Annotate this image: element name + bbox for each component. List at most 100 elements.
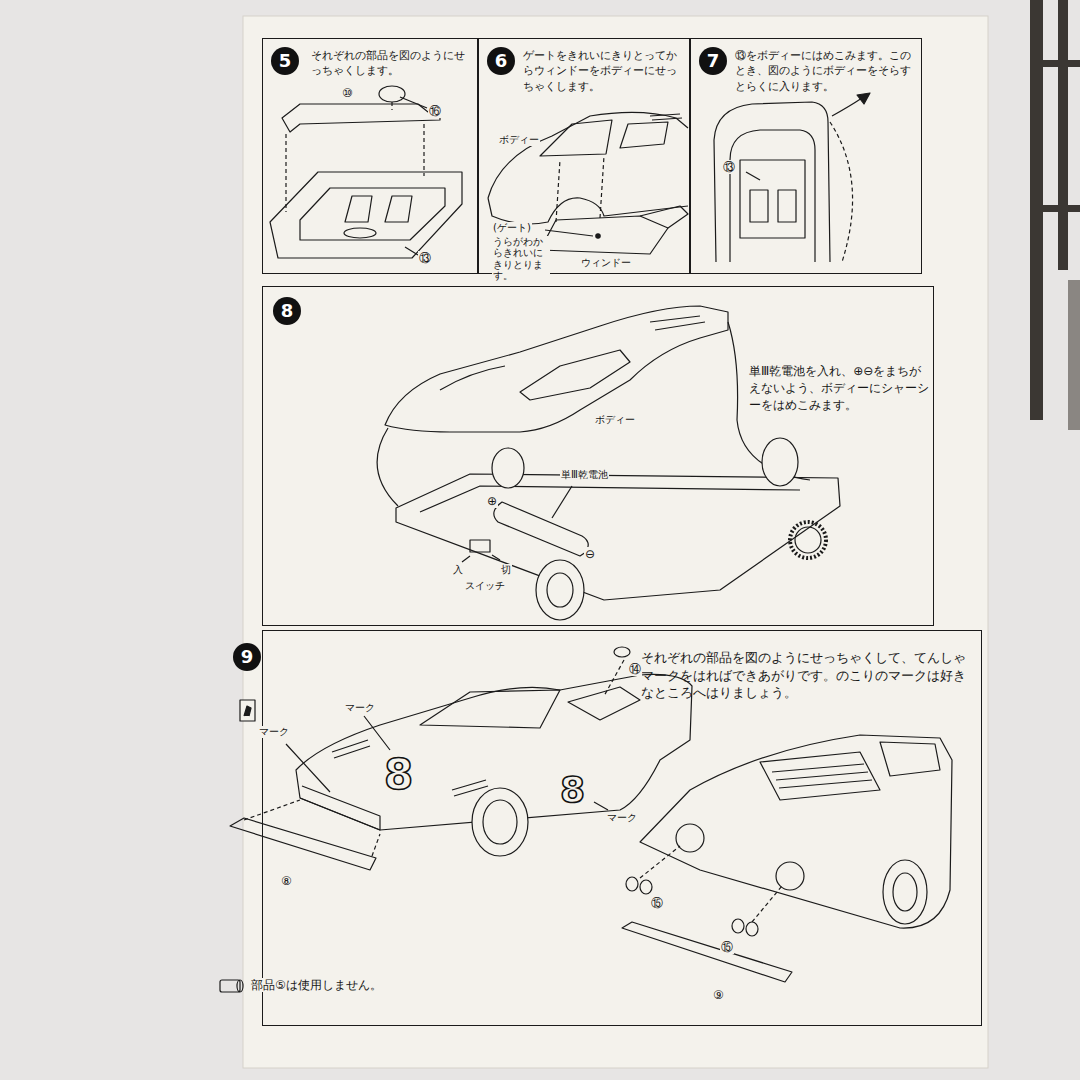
leader-line	[405, 247, 418, 255]
part-number: ⑭	[628, 662, 642, 676]
polarity-mark: ⊖	[584, 547, 596, 561]
unused-part-icon	[237, 980, 243, 992]
assembly-guide	[244, 660, 624, 856]
step7-drawing	[714, 93, 870, 262]
switch	[470, 540, 490, 552]
window-part	[540, 216, 668, 254]
decal-label: マーク	[606, 812, 638, 824]
engine-vent	[650, 114, 682, 120]
mirror-part	[614, 647, 630, 657]
step-number: 5	[271, 47, 299, 75]
wheel	[893, 873, 917, 911]
prancing-horse-decal	[240, 700, 255, 721]
cockpit-part	[740, 160, 805, 238]
wheel	[492, 448, 524, 488]
wheel	[472, 788, 528, 856]
part-label: (ゲート)	[492, 222, 532, 234]
steering-wheel	[379, 86, 405, 102]
prancing-horse-decal	[244, 706, 251, 716]
assembly-guide	[377, 322, 810, 506]
windshield-opening	[540, 120, 612, 156]
instruction-text: ゲートをきれいにきりとってからウィンドーをボディーにせっちゃくします。	[523, 48, 683, 94]
instruction-text: 単Ⅲ乾電池を入れ、⊕⊖をまちがえないよう、ボディーにシャーシーをはめこみます。	[749, 363, 931, 413]
wheel	[483, 800, 517, 844]
plastic-sprue	[1058, 0, 1068, 270]
leader-line	[400, 97, 427, 108]
front-bumper	[230, 818, 376, 870]
window-part	[640, 206, 688, 228]
instruction-text: ⑬をボディーにはめこみます。このとき、図のようにボディーをそらすとらくに入ります…	[735, 48, 915, 94]
decal-label: マーク	[258, 726, 290, 738]
step6-drawing	[488, 112, 688, 254]
instruction-sheet	[243, 16, 988, 1068]
step9-drawing	[220, 647, 952, 992]
decal-number: 8	[384, 750, 413, 800]
part-label: ボディー	[498, 134, 540, 146]
instruction-text: それぞれの部品を図のようにせっちゃくして、てんしゃマークをはればできあがりです。…	[641, 649, 971, 702]
plastic-sprue	[1030, 0, 1043, 420]
cockpit-detail	[344, 228, 376, 238]
polarity-mark: ⊕	[486, 494, 498, 508]
side-window	[568, 687, 640, 720]
engine-cover	[760, 752, 880, 800]
step-number: 6	[487, 47, 515, 75]
leader-line	[552, 486, 572, 518]
assembly-guide	[556, 156, 604, 222]
step-number: 8	[273, 297, 301, 325]
car-body	[385, 306, 728, 432]
step-panel: 5それぞれの部品を図のようにせっちゃくします。	[262, 38, 478, 274]
part-number: ⑧	[280, 874, 293, 888]
windshield	[420, 690, 560, 728]
note: 部品⑤は使用しません。	[250, 978, 383, 992]
dashboard-part	[282, 104, 440, 132]
leader-line	[545, 230, 593, 236]
gate-mark	[596, 234, 600, 238]
flex-guide	[830, 122, 853, 262]
part-label: ボディー	[594, 414, 636, 426]
part-number: ⑮	[720, 940, 734, 954]
tail-light	[676, 824, 704, 852]
side-window	[620, 122, 668, 148]
gear	[790, 522, 826, 558]
car-body	[488, 112, 688, 224]
wheel	[883, 860, 927, 924]
lens-part	[640, 880, 652, 894]
plastic-sprue	[1043, 205, 1080, 212]
step8-drawing	[377, 306, 840, 620]
part-label: 単Ⅲ乾電池	[560, 469, 609, 481]
rear-bumper	[622, 922, 792, 982]
step-number: 9	[233, 643, 261, 671]
plastic-sprue	[1068, 280, 1080, 430]
front-fascia	[300, 786, 380, 830]
rear-window	[880, 742, 940, 776]
seat	[345, 196, 412, 222]
part-number: ⑨	[712, 988, 725, 1002]
wheel	[762, 438, 798, 486]
cockpit-opening	[520, 350, 630, 400]
step5-drawing	[270, 86, 462, 258]
switch-label: 切	[500, 564, 512, 576]
decal-label: マーク	[344, 702, 376, 714]
decal-number: 8	[560, 768, 585, 811]
flex-arrow	[857, 93, 870, 104]
part-number: ⑮	[650, 896, 664, 910]
engine-vent	[772, 764, 872, 788]
part-number: ⑬	[722, 160, 736, 174]
instruction-sheet	[243, 16, 988, 1068]
wheel	[536, 560, 584, 620]
part-number: ⑯	[428, 104, 442, 118]
note: うらがわからきれいにきりとります。	[492, 236, 550, 282]
step-number: 7	[699, 47, 727, 75]
wheel	[547, 573, 573, 607]
leader-line	[286, 716, 608, 810]
car-body	[714, 102, 830, 262]
car-body	[640, 735, 952, 928]
tail-light	[776, 862, 804, 890]
gear	[795, 527, 821, 553]
part-number: ⑩	[341, 86, 354, 100]
plastic-sprue	[1043, 60, 1080, 67]
lens-part	[732, 919, 744, 933]
assembly-guide	[640, 846, 782, 922]
